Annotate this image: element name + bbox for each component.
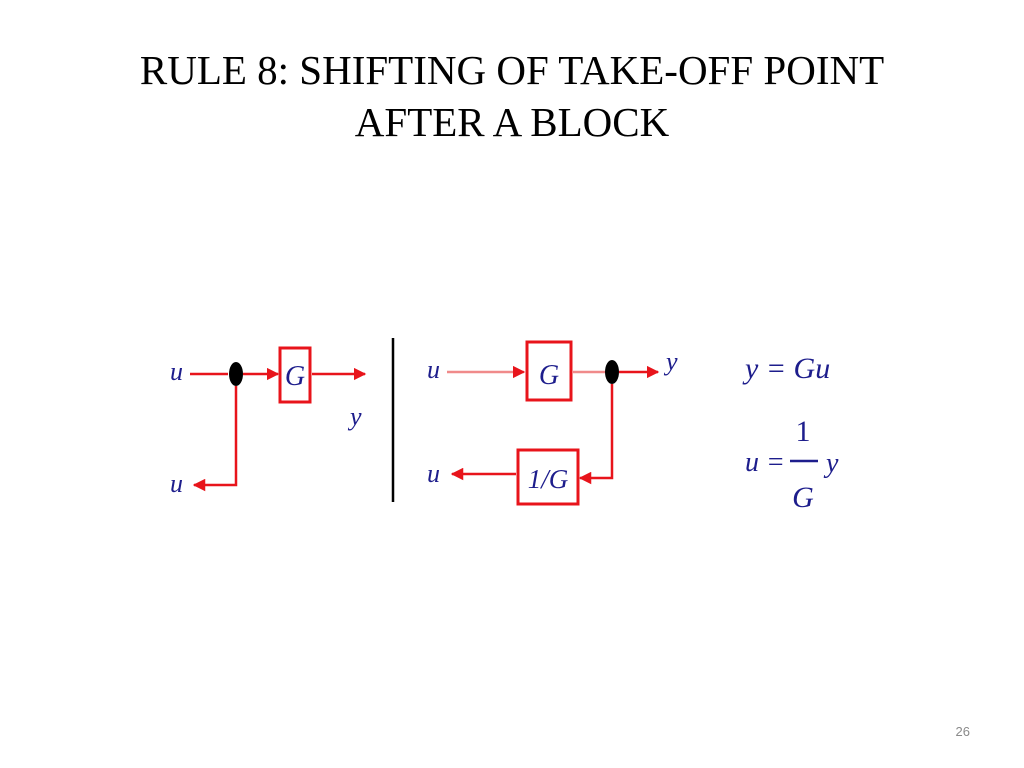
equivalent-takeoff-label: u bbox=[427, 459, 440, 488]
title-line-2: AFTER A BLOCK bbox=[354, 99, 670, 145]
inverse-g-block bbox=[516, 448, 580, 506]
original-diagram: u G y u bbox=[170, 346, 367, 498]
equivalent-feedback-branch bbox=[578, 384, 614, 485]
equation-y-equals-gu: y = Gu bbox=[742, 352, 830, 385]
equation-fraction-numerator: 1 bbox=[796, 415, 811, 448]
equation-fraction-denominator: G bbox=[792, 481, 814, 514]
equation-u-lhs: u = bbox=[745, 447, 785, 478]
slide-title: RULE 8: SHIFTING OF TAKE-OFF POINT AFTER… bbox=[0, 44, 1024, 148]
original-takeoff-point bbox=[229, 362, 243, 386]
equivalent-output-label: y bbox=[663, 347, 678, 376]
original-output-label: y bbox=[347, 402, 362, 431]
inverse-g-label: 1/G bbox=[528, 464, 569, 494]
equivalent-g-label: G bbox=[539, 360, 559, 391]
slide-number: 26 bbox=[955, 724, 970, 739]
original-g-label: G bbox=[285, 361, 305, 392]
equation-u-rhs: y bbox=[823, 448, 839, 479]
equations: y = Gu u = 1 G y bbox=[742, 352, 839, 514]
equivalent-input-label: u bbox=[427, 355, 440, 384]
original-g-block bbox=[278, 346, 312, 404]
original-input-label: u bbox=[170, 357, 183, 386]
equivalent-takeoff-point bbox=[605, 360, 619, 384]
equivalent-diagram: u G y 1/G u bbox=[427, 340, 678, 506]
equivalent-g-block bbox=[525, 340, 573, 402]
title-line-1: RULE 8: SHIFTING OF TAKE-OFF POINT bbox=[139, 47, 885, 93]
original-takeoff-branch bbox=[192, 386, 238, 492]
original-takeoff-label: u bbox=[170, 469, 183, 498]
